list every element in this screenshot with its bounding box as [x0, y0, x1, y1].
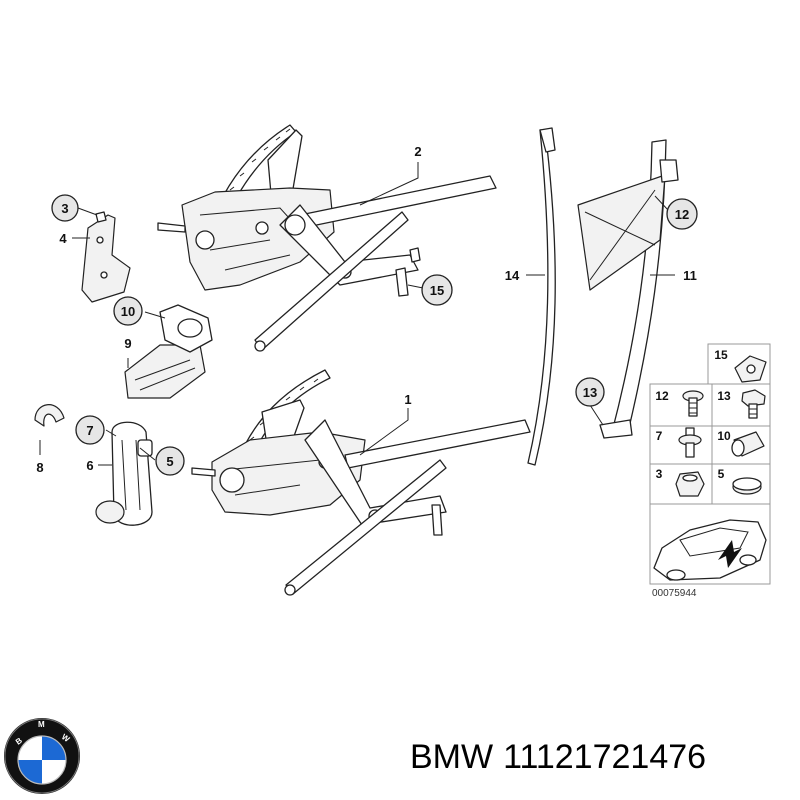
- upper-window-regulator: [157, 124, 497, 352]
- callout-label-9: 9: [124, 336, 131, 351]
- callout-label-5: 5: [166, 454, 173, 469]
- bracket-part-4: [81, 211, 131, 303]
- legend-label-10: 10: [717, 429, 731, 443]
- callout-circle-5: 5: [155, 446, 185, 476]
- reference-code: 00075944: [652, 588, 697, 599]
- svg-text:W: W: [60, 732, 72, 744]
- callout-label-4: 4: [59, 231, 67, 246]
- callout-circle-3: 3: [51, 194, 79, 222]
- legend-label-5: 5: [718, 467, 725, 481]
- callout-label-1: 1: [404, 392, 411, 407]
- callout-label-2: 2: [414, 144, 421, 159]
- legend-label-15: 15: [714, 348, 728, 362]
- callout-label-11: 11: [683, 268, 697, 283]
- callout-circle-10: 10: [113, 296, 143, 326]
- motor-part-9: [124, 304, 213, 399]
- callout-circle-13: 13: [575, 377, 605, 407]
- legend-label-13: 13: [717, 389, 731, 403]
- bmw-logo: B M W: [4, 718, 80, 794]
- car-location-icon: [653, 519, 767, 581]
- callout-label-12: 12: [675, 207, 689, 222]
- belt-part-6: [95, 421, 153, 526]
- callout-label-3: 3: [61, 201, 68, 216]
- callout-label-14: 14: [505, 268, 520, 283]
- guide-rail-part-14: [527, 127, 556, 466]
- guide-rail-part-11: [577, 139, 679, 439]
- callout-circle-12: 12: [666, 198, 698, 230]
- callout-label-6: 6: [86, 458, 93, 473]
- callout-label-7: 7: [86, 423, 93, 438]
- legend-label-7: 7: [656, 429, 663, 443]
- bolt-icon-13: [741, 389, 766, 419]
- callout-label-8: 8: [36, 460, 43, 475]
- legend-label-3: 3: [656, 467, 663, 481]
- callout-label-15: 15: [430, 283, 444, 298]
- part-number: 11121721476: [503, 738, 707, 776]
- callout-circle-7: 7: [75, 415, 105, 445]
- cap-icon-5: [732, 477, 762, 495]
- legend-label-12: 12: [655, 389, 669, 403]
- callout-label-10: 10: [121, 304, 135, 319]
- callout-label-13: 13: [583, 385, 597, 400]
- brand-name: BMW: [410, 738, 494, 776]
- cap-part-8: [34, 404, 65, 427]
- svg-text:M: M: [38, 720, 45, 729]
- callout-leaders: [39, 162, 675, 466]
- lower-window-regulator: [191, 369, 531, 596]
- stud-icon-7: [678, 427, 702, 458]
- hardware-legend: 15 12 13 7 10 3 5: [649, 343, 771, 599]
- bushing-icon-10: [731, 431, 765, 457]
- callout-circle-15: 15: [421, 274, 453, 306]
- screw-icon-12: [682, 390, 704, 417]
- nut-icon-3: [675, 471, 705, 497]
- svg-text:B: B: [14, 736, 24, 747]
